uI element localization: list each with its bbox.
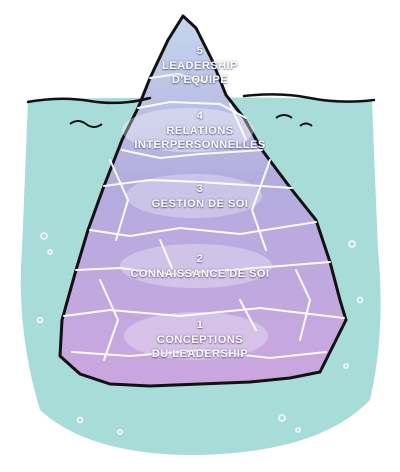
level-blob-2 xyxy=(120,244,272,288)
level-5-title-line1: LEADERSHIP xyxy=(162,60,238,72)
level-5-number: 5 xyxy=(196,45,204,57)
ice-cracks xyxy=(63,72,345,361)
level-5-label: 5 LEADERSHIP D'ÉQUIPE xyxy=(0,44,400,87)
level-4-label: 4 RELATIONS INTERPERSONNELLES xyxy=(0,109,400,152)
level-4-title-line2: INTERPERSONNELLES xyxy=(134,139,266,151)
wave-mark-left xyxy=(69,120,103,128)
level-2-title-line1: CONNAISSANCE DE SOI xyxy=(130,268,270,280)
water-bubbles xyxy=(36,232,364,435)
level-1-title-line2: DU LEADERSHIP xyxy=(151,348,249,360)
level-3-title-line1: GESTION DE SOI xyxy=(151,198,249,210)
level-1-title-line1: CONCEPTIONS xyxy=(156,334,244,346)
iceberg-shape xyxy=(58,14,348,388)
level-4-number: 4 xyxy=(196,110,204,122)
water-surface-line xyxy=(26,93,376,105)
level-1-number: 1 xyxy=(196,319,204,331)
level-4-title-line1: RELATIONS xyxy=(166,125,234,137)
level-1-label: 1 CONCEPTIONS DU LEADERSHIP xyxy=(0,318,400,361)
level-3-label: 3 GESTION DE SOI xyxy=(0,182,400,211)
level-blob-3 xyxy=(126,174,262,218)
level-5-title-line2: D'ÉQUIPE xyxy=(171,74,229,86)
level-blob-1 xyxy=(124,312,268,360)
level-3-number: 3 xyxy=(196,183,204,195)
wave-mark-right-1 xyxy=(275,114,293,119)
level-blob-4 xyxy=(122,108,254,152)
wave-mark-right-2 xyxy=(299,122,313,127)
level-2-label: 2 CONNAISSANCE DE SOI xyxy=(0,252,400,281)
level-2-number: 2 xyxy=(196,253,204,265)
